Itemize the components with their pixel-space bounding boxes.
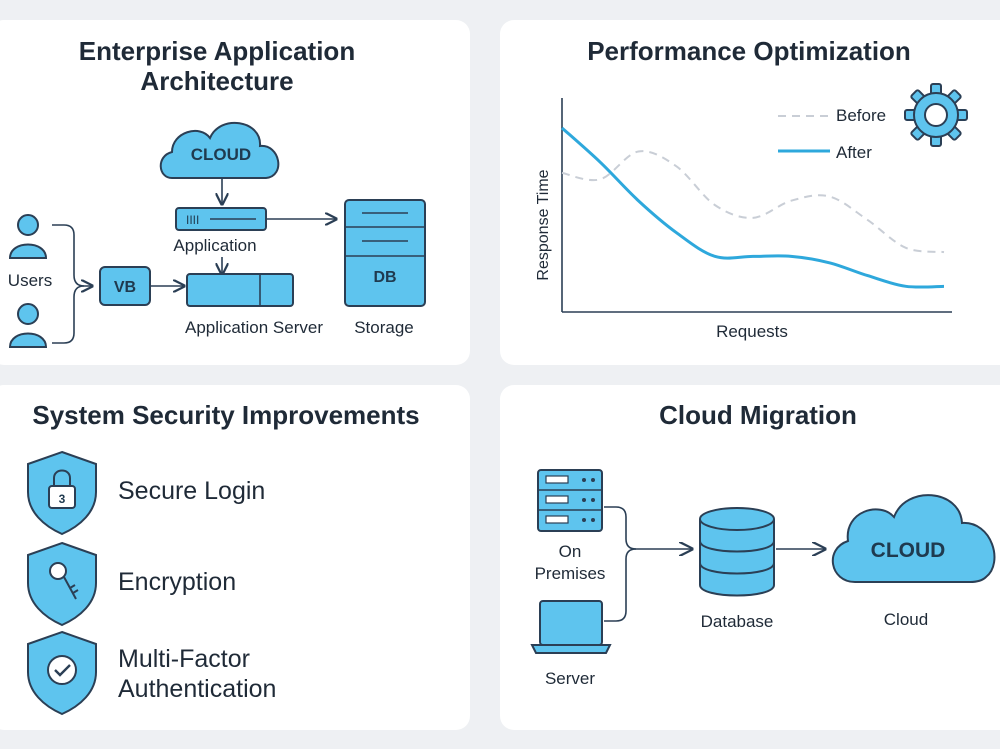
storage-label: Storage	[354, 318, 414, 337]
legend-label-before: Before	[836, 106, 886, 125]
architecture-title-line2: Architecture	[140, 66, 293, 96]
migration-title: Cloud Migration	[659, 400, 857, 430]
application-label: Application	[173, 236, 256, 255]
database-icon	[699, 507, 775, 597]
legend-label-after: After	[836, 143, 872, 162]
performance-panel: Performance Optimization Response Time R…	[500, 20, 1000, 365]
app-server-box	[186, 273, 294, 307]
lock-badge: 3	[59, 492, 66, 506]
database-label: Database	[701, 612, 774, 631]
gear-icon	[904, 83, 968, 147]
on-premises-label-line2: Premises	[535, 564, 606, 583]
performance-title: Performance Optimization	[587, 36, 911, 66]
on-premises-label-line1: On	[559, 542, 582, 561]
laptop-icon	[530, 600, 612, 654]
security-item-mfa-line1: Multi-Factor	[118, 645, 250, 673]
architecture-title-line1: Enterprise Application	[79, 36, 355, 66]
cloud-label: CLOUD	[191, 145, 251, 164]
shield-lock-icon	[27, 450, 97, 536]
application-bar-text: IIII	[186, 213, 199, 227]
cloud-label: Cloud	[884, 610, 928, 629]
cloud-icon	[159, 121, 280, 179]
cloud-text: CLOUD	[871, 539, 946, 562]
security-item-secure-login: Secure Login	[118, 477, 265, 505]
architecture-panel: Enterprise Application Architecture CLOU…	[0, 20, 470, 365]
cloud-icon	[831, 494, 996, 583]
series-line-after	[560, 126, 945, 289]
security-item-mfa-line2: Authentication	[118, 675, 276, 703]
y-axis-label: Response Time	[535, 169, 552, 280]
app-server-label: Application Server	[185, 318, 323, 337]
security-title: System Security Improvements	[32, 400, 419, 430]
security-panel: System Security Improvements 3 Secure Lo…	[0, 385, 470, 730]
migration-diagram: Cloud Migration On Premises Server	[530, 400, 996, 688]
vb-label: VB	[114, 279, 136, 296]
migration-panel: Cloud Migration On Premises Server	[500, 385, 1000, 730]
shield-check-icon	[27, 630, 97, 716]
security-list: System Security Improvements 3 Secure Lo…	[27, 400, 420, 716]
performance-chart: Performance Optimization Response Time R…	[535, 36, 968, 341]
server-label: Server	[545, 669, 595, 688]
architecture-diagram: Enterprise Application Architecture CLOU…	[8, 36, 426, 348]
series-line-before	[561, 150, 945, 254]
user-icon	[8, 214, 48, 259]
users-label: Users	[8, 271, 52, 290]
storage-icon	[344, 199, 426, 307]
shield-key-icon	[27, 541, 97, 627]
server-rack-icon	[537, 469, 603, 532]
security-item-encryption: Encryption	[118, 568, 236, 596]
x-axis-label: Requests	[716, 322, 788, 341]
user-icon	[8, 303, 48, 348]
db-label: DB	[373, 269, 396, 286]
